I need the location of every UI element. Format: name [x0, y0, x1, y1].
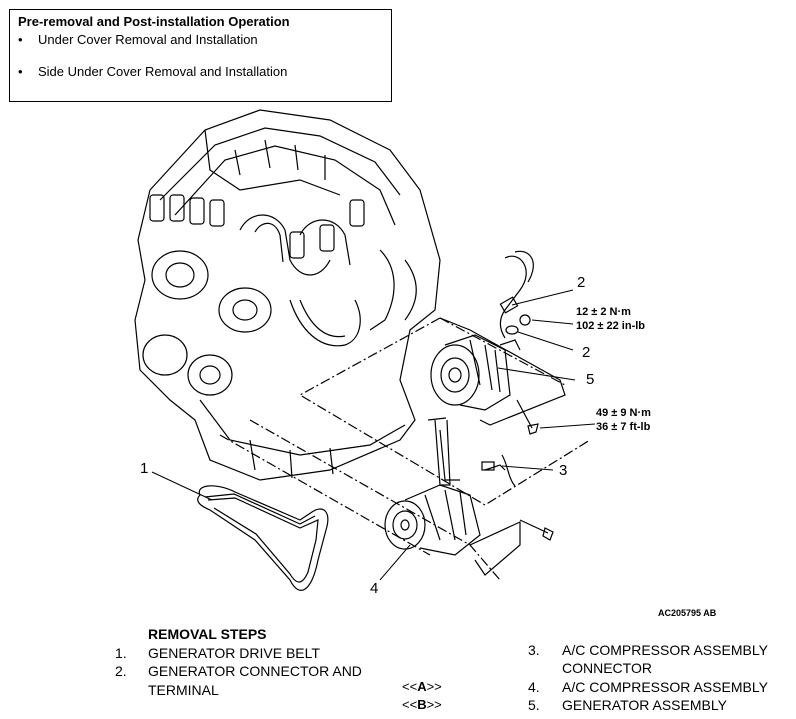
marker-bracket: >>: [426, 697, 442, 712]
step-number: 2.: [115, 663, 127, 679]
torque-value-nm: 49 ± 9 N·m: [596, 407, 651, 419]
callout-4: 4: [370, 580, 379, 597]
leader-lines: [151, 289, 596, 581]
callout-3: 3: [559, 462, 568, 479]
marker-letter: A: [417, 679, 427, 694]
ac-compressor-bolt: [519, 519, 549, 534]
step-text: A/C COMPRESSOR ASSEMBLY: [562, 679, 768, 695]
ac-compressor-assembly: [384, 417, 481, 556]
step-text: A/C COMPRESSOR ASSEMBLY: [562, 642, 768, 658]
generator-bolt: [516, 399, 533, 429]
step-text-continued: TERMINAL: [148, 682, 219, 698]
figure-code: AC205795 AB: [658, 608, 717, 618]
marker-bracket: <<: [402, 679, 418, 694]
torque-value-inlb: 102 ± 22 in-lb: [576, 320, 646, 332]
note-item-text: Under Cover Removal and Installation: [38, 32, 258, 47]
step-text: GENERATOR ASSEMBLY: [562, 697, 727, 713]
generator-harness: [514, 250, 534, 283]
ac-connector-plug: [481, 461, 495, 471]
note-item: • Under Cover Removal and Installation: [18, 32, 258, 47]
torque-spec-terminal-nut: 12 ± 2 N·m 102 ± 22 in-lb: [576, 305, 645, 333]
generator-bolt-head: [527, 423, 539, 435]
note-title: Pre-removal and Post-installation Operat…: [18, 14, 290, 29]
step-text-continued: CONNECTOR: [562, 660, 652, 676]
callout-2: 2: [577, 274, 586, 291]
torque-value-nm: 12 ± 2 N·m: [576, 306, 631, 318]
step-number: 4.: [528, 679, 540, 695]
step-marker-a: <<A>>: [402, 679, 442, 694]
ac-harness: [501, 454, 516, 487]
callout-2: 2: [582, 344, 591, 361]
callout-5: 5: [586, 371, 595, 388]
step-number: 3.: [528, 642, 540, 658]
pre-removal-note-box: Pre-removal and Post-installation Operat…: [9, 9, 392, 102]
step-text: GENERATOR CONNECTOR AND: [148, 663, 362, 679]
note-item: • Side Under Cover Removal and Installati…: [18, 64, 287, 79]
ac-compressor-bolt-head: [542, 527, 554, 541]
note-item-text: Side Under Cover Removal and Installatio…: [38, 64, 288, 79]
ac-connector: [484, 464, 506, 471]
bullet-icon: •: [18, 64, 23, 79]
marker-bracket: >>: [426, 679, 442, 694]
step-number: 5.: [528, 697, 540, 713]
generator-drive-belt: [197, 485, 329, 591]
terminal-nut: [519, 314, 531, 326]
step-number: 1.: [115, 645, 127, 661]
bracket-outline: [439, 317, 566, 576]
generator-assembly: [430, 334, 521, 411]
torque-value-ftlb: 36 ± 7 ft-lb: [596, 421, 651, 433]
marker-letter: B: [417, 697, 427, 712]
torque-spec-generator-bolt: 49 ± 9 N·m 36 ± 7 ft-lb: [596, 406, 651, 434]
bullet-icon: •: [18, 32, 23, 47]
engine-illustration: [134, 109, 441, 481]
generator-harness: [499, 255, 527, 339]
marker-bracket: <<: [402, 697, 418, 712]
callout-1: 1: [140, 460, 149, 477]
step-text: GENERATOR DRIVE BELT: [148, 645, 320, 661]
generator-connector: [499, 296, 519, 314]
step-marker-b: <<B>>: [402, 697, 442, 712]
terminal-cap: [505, 325, 519, 335]
removal-steps-title: REMOVAL STEPS: [148, 626, 267, 642]
